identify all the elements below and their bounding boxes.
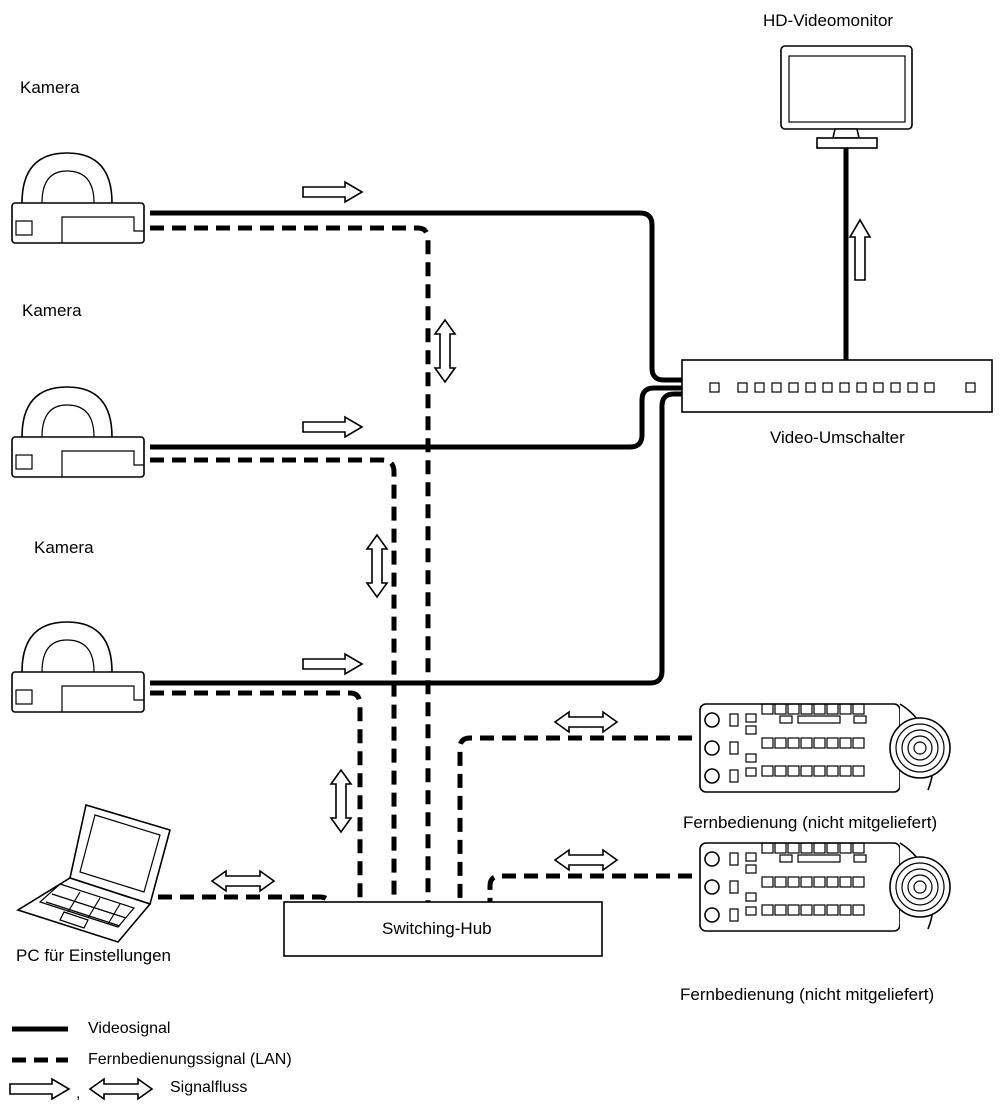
camera-3-label: Kamera [34,538,94,557]
monitor-label: HD-Videomonitor [763,11,893,30]
camera-2 [11,386,145,478]
camera-2-label: Kamera [22,301,82,320]
camera-1 [11,152,145,244]
switcher-label: Video-Umschalter [770,428,905,447]
laptop-pc [16,803,171,943]
legend-remote-label: Fernbedienungssignal (LAN) [88,1051,292,1068]
legend-video-label: Videosignal [88,1020,170,1037]
signal-flow-arrows [210,180,872,893]
video-signal-lines [150,148,849,686]
video-switcher [681,359,993,413]
switching-hub [283,901,603,957]
pc-label: PC für Einstellungen [16,946,171,965]
legend-flow-label: Signalfluss [170,1079,247,1096]
remote-controller-2 [700,843,950,931]
remote-controller-1 [700,704,950,792]
hub-label: Switching-Hub [382,919,492,938]
remote-2-label: Fernbedienung (nicht mitgeliefert) [680,985,934,1004]
lan-signal-lines [150,225,692,910]
legend-flow-arrow-double [88,1077,154,1101]
legend: Videosignal Fernbedienungssignal (LAN) ,… [9,1020,292,1102]
remote-1-label: Fernbedienung (nicht mitgeliefert) [683,813,937,832]
hd-monitor [780,45,913,149]
camera-1-label: Kamera [20,78,80,97]
legend-flow-arrow-single [9,1077,71,1101]
camera-3 [11,621,145,713]
legend-flow-separator: , [76,1085,80,1102]
